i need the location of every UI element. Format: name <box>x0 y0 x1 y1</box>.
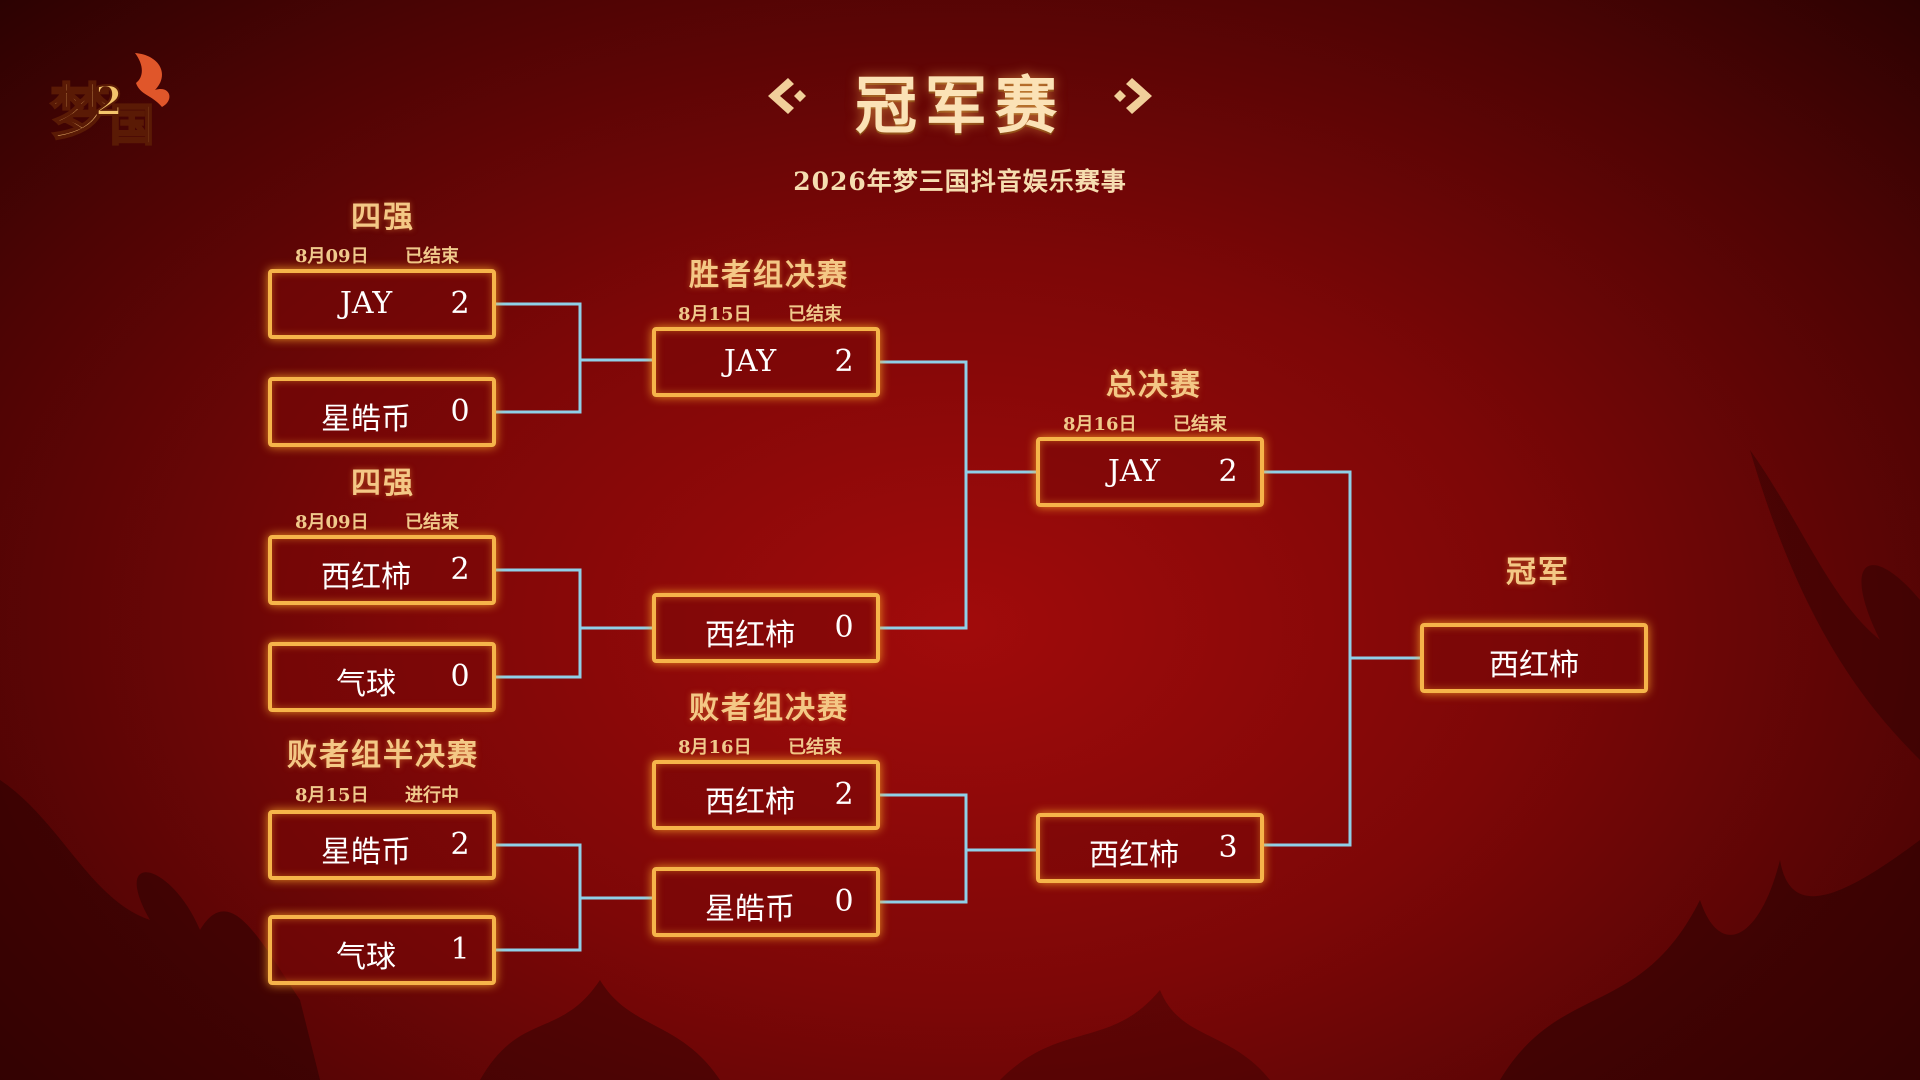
svg-text:国: 国 <box>110 100 154 151</box>
team-score: 2 <box>834 344 854 379</box>
team-slot[interactable]: 西红柿 3 <box>1036 813 1264 883</box>
team-slot[interactable]: 西红柿 2 <box>268 535 496 605</box>
champion-slot[interactable]: 西红柿 <box>1420 623 1648 693</box>
champion-name: 西红柿 <box>1489 648 1579 683</box>
stage-label-losers-semi: 败者组半决赛 <box>287 738 479 773</box>
team-score: 0 <box>450 659 470 694</box>
match-date: 8月16日 <box>678 737 752 758</box>
team-slot[interactable]: 星皓币 0 <box>652 867 880 937</box>
team-name: 气球 <box>336 667 396 702</box>
diamond-arrow-left-icon <box>768 78 806 114</box>
team-score: 2 <box>1218 454 1238 489</box>
team-name: 西红柿 <box>705 618 795 653</box>
stage-label-grand-final: 总决赛 <box>1106 368 1202 403</box>
team-name: 西红柿 <box>321 560 411 595</box>
team-name: 星皓币 <box>321 835 411 870</box>
match-status: 已结束 <box>405 512 459 533</box>
team-score: 2 <box>450 827 470 862</box>
team-score: 1 <box>450 932 470 967</box>
team-score: 2 <box>450 552 470 587</box>
team-score: 0 <box>450 394 470 429</box>
match-status: 已结束 <box>788 737 842 758</box>
team-name: JAY <box>1107 454 1161 489</box>
team-slot[interactable]: 星皓币 2 <box>268 810 496 880</box>
team-name: 星皓币 <box>705 892 795 927</box>
match-status: 已结束 <box>788 304 842 325</box>
match-date: 8月09日 <box>295 246 369 267</box>
team-name: 西红柿 <box>705 785 795 820</box>
match-date: 8月16日 <box>1063 414 1137 435</box>
team-name: 气球 <box>336 940 396 975</box>
team-name: 星皓币 <box>321 402 411 437</box>
team-slot[interactable]: JAY 2 <box>268 269 496 339</box>
team-score: 0 <box>834 884 854 919</box>
team-score: 2 <box>450 286 470 321</box>
match-date: 8月09日 <box>295 512 369 533</box>
match-status: 进行中 <box>405 785 459 806</box>
diamond-arrow-right-icon <box>1114 78 1152 114</box>
team-slot[interactable]: 气球 0 <box>268 642 496 712</box>
team-slot[interactable]: 西红柿 2 <box>652 760 880 830</box>
match-status: 已结束 <box>405 246 459 267</box>
page-subtitle: 2026年梦三国抖音娱乐赛事 <box>793 167 1127 196</box>
svg-text:梦: 梦 <box>50 78 110 148</box>
team-slot[interactable]: JAY 2 <box>1036 437 1264 507</box>
stage-label-champion: 冠军 <box>1506 555 1570 590</box>
svg-text:2: 2 <box>95 78 123 125</box>
stage-label-losers-final: 败者组决赛 <box>689 691 849 726</box>
team-score: 2 <box>834 777 854 812</box>
match-date: 8月15日 <box>678 304 752 325</box>
match-status: 已结束 <box>1173 414 1227 435</box>
stage-label-qf-top: 四强 <box>351 200 415 235</box>
team-slot[interactable]: 气球 1 <box>268 915 496 985</box>
team-name: 西红柿 <box>1089 838 1179 873</box>
stage-label-qf-mid: 四强 <box>351 466 415 501</box>
team-slot[interactable]: 西红柿 0 <box>652 593 880 663</box>
team-score: 3 <box>1218 830 1238 865</box>
team-slot[interactable]: JAY 2 <box>652 327 880 397</box>
game-logo: 梦 国 2 <box>49 53 170 152</box>
page-title: 冠军赛 <box>854 69 1065 142</box>
team-score: 0 <box>834 610 854 645</box>
team-name: JAY <box>339 286 393 321</box>
stage-label-winners-final: 胜者组决赛 <box>689 258 849 293</box>
team-slot[interactable]: 星皓币 0 <box>268 377 496 447</box>
team-name: JAY <box>723 344 777 379</box>
match-date: 8月15日 <box>295 785 369 806</box>
